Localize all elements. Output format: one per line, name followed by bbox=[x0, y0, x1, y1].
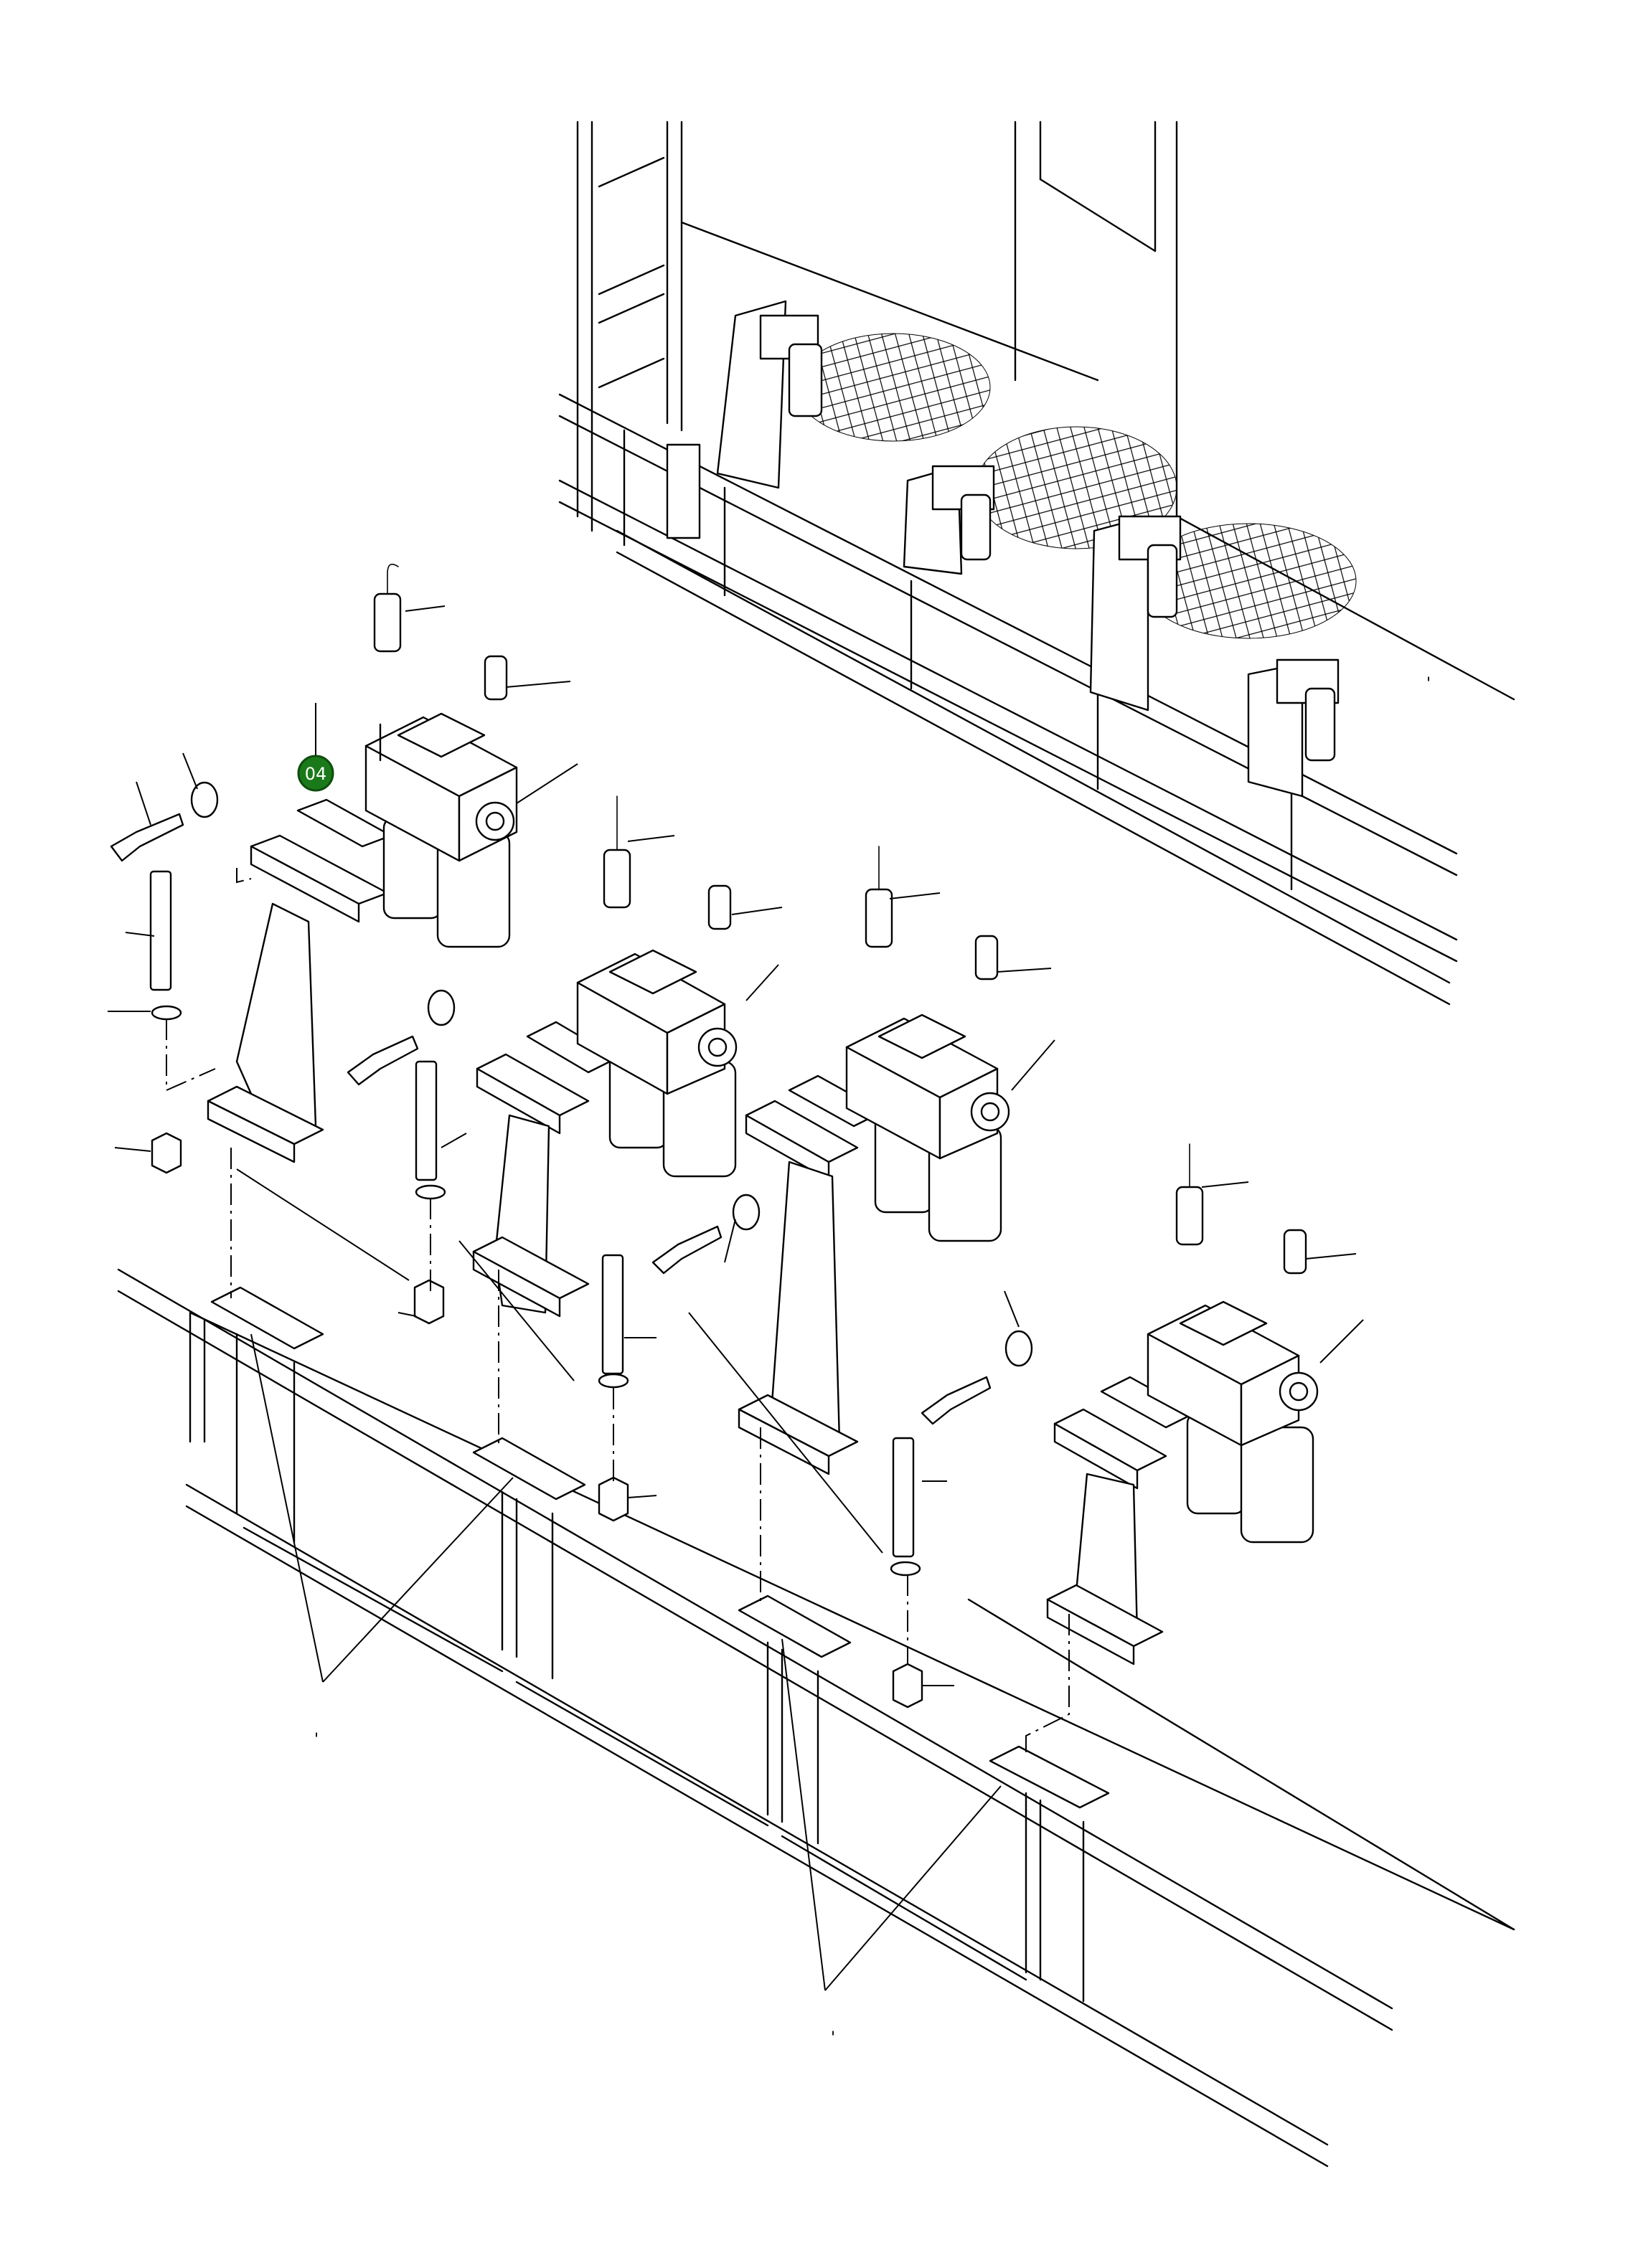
base-pads bbox=[210, 1286, 1110, 1809]
installed-filter-3 bbox=[1089, 515, 1182, 712]
reference-mark: ' bbox=[1426, 675, 1431, 693]
installed-filter-2 bbox=[903, 465, 995, 575]
base-frame bbox=[117, 1268, 1515, 2168]
reference-marks: ' ' ' bbox=[314, 675, 1431, 2047]
installed-filter-1 bbox=[716, 300, 823, 489]
filter-housing-3 bbox=[845, 1013, 1010, 1242]
mesh-panels bbox=[796, 333, 1357, 639]
callout-04-label[interactable]: 04 bbox=[305, 764, 327, 784]
filter-housing-4 bbox=[1147, 1300, 1319, 1544]
callout-04[interactable]: 04 bbox=[297, 755, 334, 792]
bracket-stand-1 bbox=[207, 798, 392, 1163]
reference-mark: ' bbox=[831, 2029, 835, 2047]
filter-housing-2 bbox=[576, 949, 738, 1178]
background-frame bbox=[558, 121, 1515, 1006]
centerlines bbox=[166, 868, 1070, 1757]
pressure-sensors bbox=[373, 563, 1307, 1275]
callout-04-circle[interactable] bbox=[297, 755, 334, 792]
bracket-stand-2 bbox=[472, 1021, 618, 1318]
fasteners bbox=[110, 781, 1033, 1709]
installed-filter-4 bbox=[1247, 658, 1340, 798]
bracket-stand-4 bbox=[1046, 1376, 1196, 1665]
reference-mark: ' bbox=[314, 1731, 319, 1749]
leader-lines bbox=[108, 605, 1364, 1991]
filter-housing-1 bbox=[364, 712, 518, 948]
bracket-stand-3 bbox=[738, 1074, 884, 1475]
